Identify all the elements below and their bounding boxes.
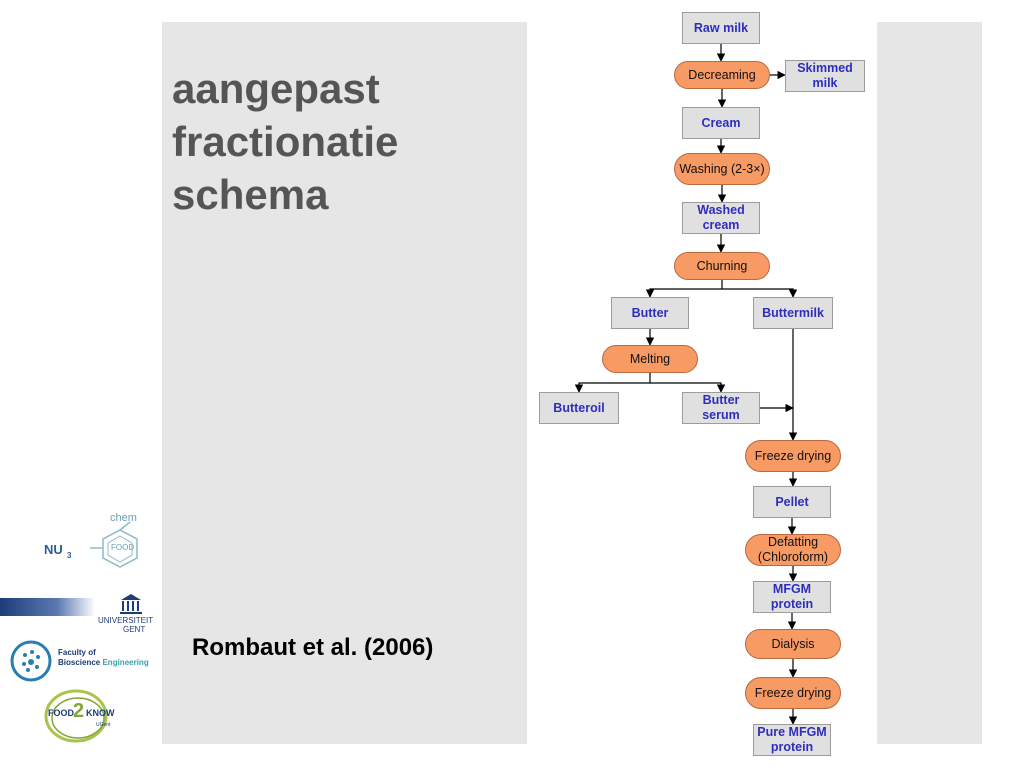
left-content-panel (162, 22, 527, 744)
node-butter: Butter (611, 297, 689, 329)
benzene-ring-icon (90, 521, 138, 568)
node-pure-mfgm-protein: Pure MFGM protein (753, 724, 831, 756)
food2know-sub: UGent (96, 722, 111, 728)
nu3-sub-label: 3 (67, 551, 72, 560)
universiteit-gent-logo: UNIVERSITEIT GENT (0, 592, 160, 636)
faculty-line-2: Bioscience Engineering (58, 658, 149, 667)
ugent-line-1: UNIVERSITEIT (98, 616, 154, 625)
node-washing: Washing (2-3×) (674, 153, 770, 185)
nu3-chem-label: chem (110, 512, 137, 524)
node-butteroil: Butteroil (539, 392, 619, 424)
edge-melting-to-butteroil (574, 382, 650, 393)
slide-title: aangepast fractionatie schema (172, 62, 512, 221)
citation-text: Rombaut et al. (2006) (192, 634, 434, 661)
node-buttermilk: Buttermilk (753, 297, 833, 329)
dotted-circle-icon (10, 640, 52, 682)
node-mfgm-protein: MFGM protein (753, 581, 831, 613)
nu3-main-label: NU (44, 542, 63, 557)
node-freeze-drying-1: Freeze drying (745, 440, 841, 472)
food2know-right: KNOW (86, 708, 115, 718)
node-dialysis: Dialysis (745, 629, 841, 659)
hatched-banner-icon (0, 598, 95, 616)
edge-churning-to-butter (645, 288, 722, 298)
slide-title-line-2: fractionatie (172, 118, 399, 165)
ugent-line-2: GENT (123, 625, 146, 634)
food2know-left: FOOD (48, 708, 74, 718)
food2know-logo: FOOD 2 KNOW UGent (40, 686, 120, 746)
faculty-line-2-engineering: Engineering (100, 658, 149, 667)
swirl-ring-icon (44, 689, 108, 743)
slide-title-line-3: schema (172, 171, 329, 218)
food2know-mid: 2 (73, 700, 85, 722)
node-freeze-drying-2: Freeze drying (745, 677, 841, 709)
node-pellet: Pellet (753, 486, 831, 518)
nu3-food-chem-logo: chem NU 3 FOOD (40, 512, 150, 574)
node-raw-milk: Raw milk (682, 12, 760, 44)
faculty-line-2-bioscience: Bioscience (58, 658, 101, 667)
node-churning: Churning (674, 252, 770, 280)
nu3-food-label: FOOD (111, 543, 135, 552)
node-defatting: Defatting (Chloroform) (745, 534, 841, 566)
right-side-panel (877, 22, 982, 744)
university-building-icon (120, 594, 142, 614)
node-washed-cream: Washed cream (682, 202, 760, 234)
slide-title-line-1: aangepast (172, 65, 380, 112)
faculty-bioscience-engineering-logo: Faculty of Bioscience Engineering (10, 640, 160, 684)
node-skimmed-milk: Skimmed milk (785, 60, 865, 92)
edge-churning-to-buttermilk (722, 288, 798, 298)
node-decreaming: Decreaming (674, 61, 770, 89)
faculty-line-1: Faculty of (58, 648, 96, 657)
edge-melting-to-butter_serum (650, 382, 726, 393)
node-cream: Cream (682, 107, 760, 139)
node-melting: Melting (602, 345, 698, 373)
node-butter-serum: Butter serum (682, 392, 760, 424)
